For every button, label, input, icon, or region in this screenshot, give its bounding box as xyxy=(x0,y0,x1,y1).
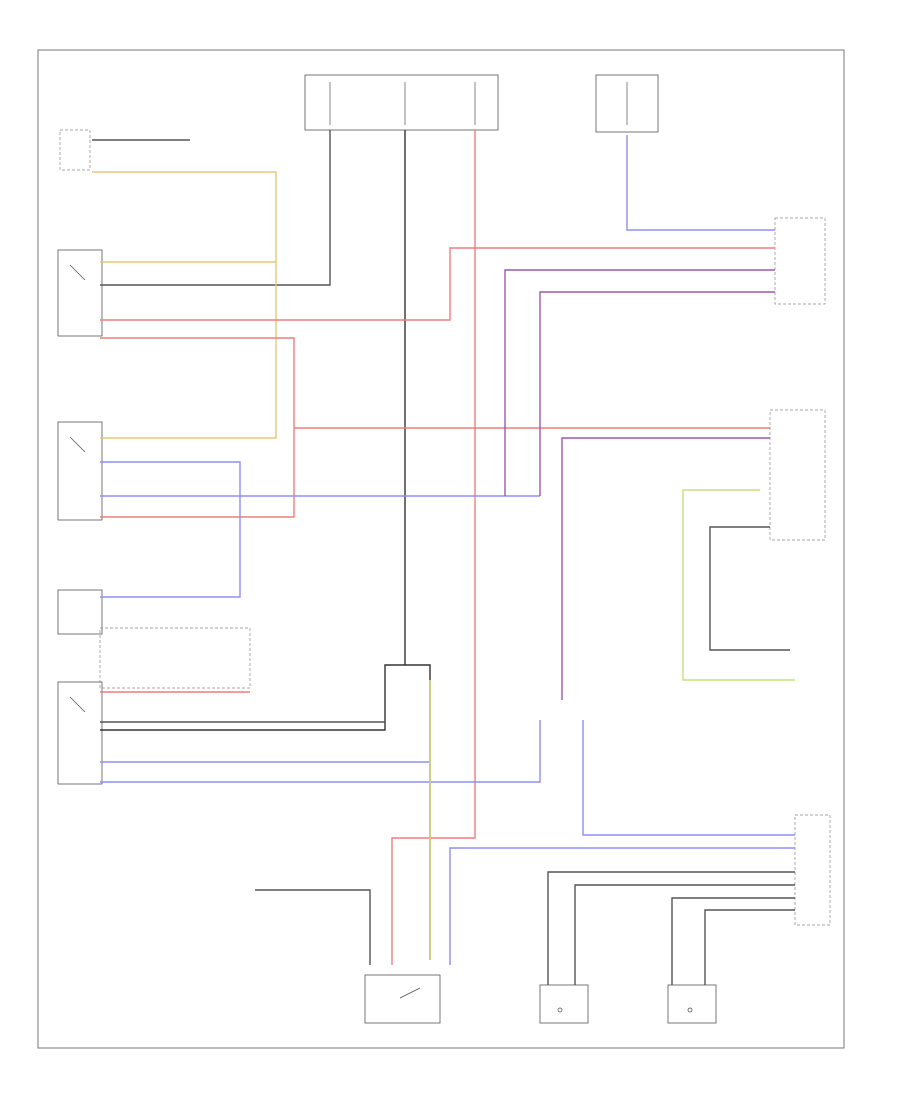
wire-gray-ground-bottom xyxy=(255,889,371,965)
wire-gray-bcm-inner xyxy=(709,526,790,651)
driver-lock-motor-box xyxy=(539,984,589,1024)
keyless-entry-module-box xyxy=(794,814,831,926)
wire-blue-actuator xyxy=(100,461,241,598)
passenger-lock-motor-box xyxy=(667,984,717,1024)
body-control-module-box xyxy=(769,409,826,541)
rear-door-actuator-box xyxy=(774,217,826,305)
passenger-door-lock-actuator-box xyxy=(57,589,103,635)
wire-purple-1 xyxy=(504,269,775,496)
wire-red-switch2 xyxy=(100,337,295,518)
door-lock-control-module-box xyxy=(364,974,441,1024)
passenger-key-switch-box xyxy=(57,681,103,785)
wire-gray-motor2 xyxy=(574,884,795,985)
wire-gray-motor3 xyxy=(671,897,795,985)
diagram-border xyxy=(37,49,845,1049)
wire-blue-module xyxy=(449,847,795,965)
fuse-relay-box xyxy=(304,74,499,131)
wire-dark-fuse2b xyxy=(405,664,431,960)
wire-dark-fuse2 xyxy=(100,130,406,731)
wire-red-fuse3 xyxy=(391,130,476,965)
wire-purple-bcm xyxy=(561,437,770,700)
fuse-symbols xyxy=(329,82,628,125)
driver-door-switch-box xyxy=(57,249,103,337)
wire-gray-motor4 xyxy=(704,909,795,985)
driver-door-lock-actuator-box xyxy=(57,421,103,521)
wire-purple-2 xyxy=(539,291,775,496)
ignition-relay-box xyxy=(595,74,659,133)
switch-glyphs xyxy=(69,264,693,1013)
wire-blue-key2 xyxy=(100,720,541,783)
wire-blue-keyless xyxy=(582,720,795,836)
wire-green-yellow-bcm xyxy=(682,489,795,681)
ground-symbol xyxy=(59,129,91,171)
wire-gray-motor1 xyxy=(547,871,795,985)
wire-yellow-top xyxy=(92,171,277,439)
wire-gray-fuse1 xyxy=(100,130,331,286)
passenger-key-switch-dashed-box xyxy=(99,627,251,689)
wire-red-driver-switch xyxy=(100,247,775,321)
wire-blue-relay xyxy=(626,135,775,231)
